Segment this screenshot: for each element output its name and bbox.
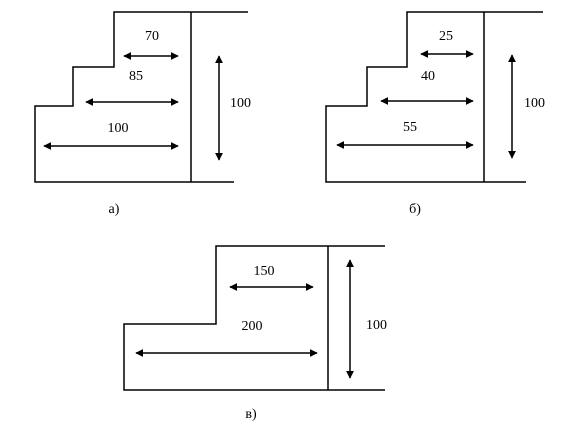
diagram-a-dim-middle: 85 <box>129 69 143 84</box>
diagram-a-outline <box>34 11 248 183</box>
diagram-c-dim-height: 100 <box>366 318 387 333</box>
diagram-c-dim-top: 150 <box>254 264 275 279</box>
diagram-b-outline <box>325 11 543 183</box>
diagram-a-dim-bottom: 100 <box>108 121 129 136</box>
diagram-a <box>34 11 248 183</box>
diagram-c-dim-bottom: 200 <box>242 319 263 334</box>
diagram-b-caption: б) <box>409 202 421 217</box>
diagram-b <box>325 11 543 183</box>
diagram-c-caption: в) <box>245 407 257 422</box>
diagram-b-dim-top: 25 <box>439 29 453 44</box>
diagram-b-dim-height: 100 <box>524 96 545 111</box>
diagram-c-outline <box>123 245 385 391</box>
diagram-a-caption: а) <box>109 202 120 217</box>
diagram-a-dim-height: 100 <box>230 96 251 111</box>
diagram-b-dim-middle: 40 <box>421 69 435 84</box>
diagram-a-dim-top: 70 <box>145 29 159 44</box>
diagram-c <box>123 245 385 391</box>
diagram-b-dim-bottom: 55 <box>403 120 417 135</box>
